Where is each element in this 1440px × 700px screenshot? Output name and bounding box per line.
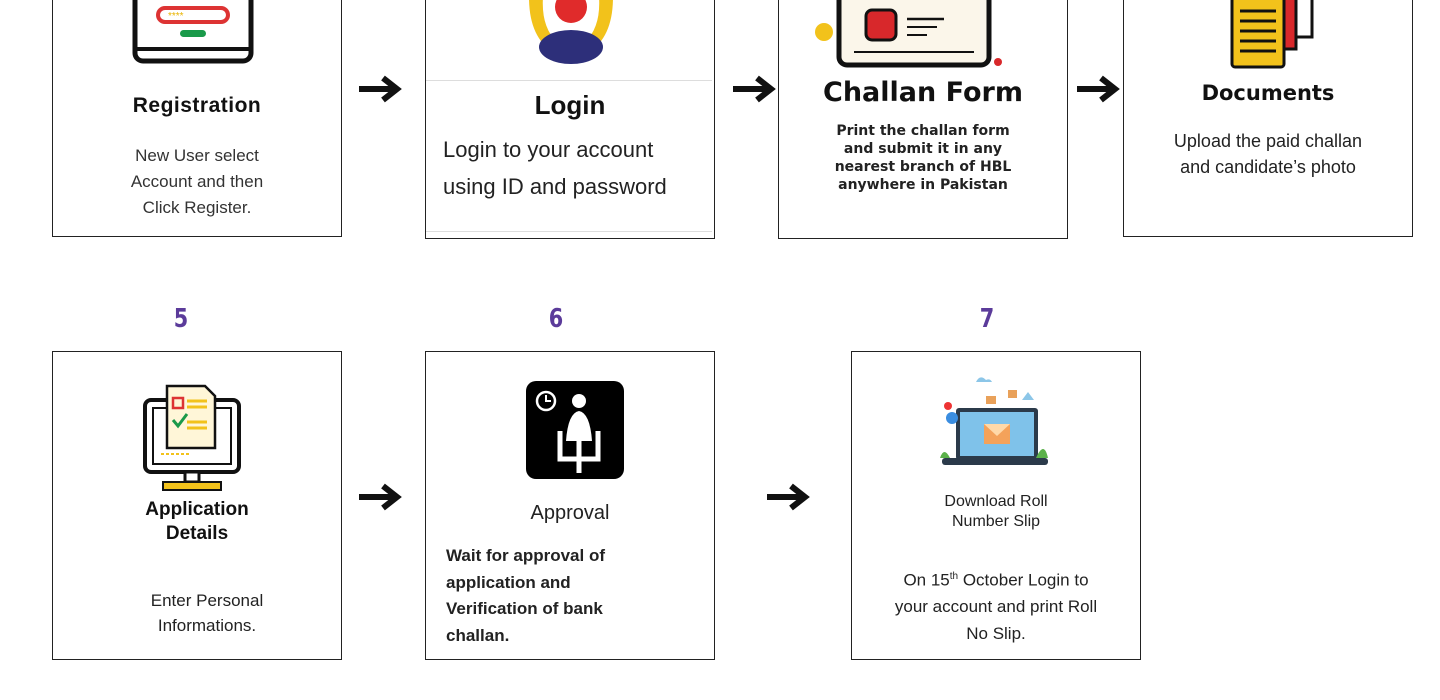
phone-login-icon: ****: [132, 0, 254, 64]
id-card-icon: [815, 0, 1002, 68]
computer-form-icon: [143, 384, 241, 491]
step-challan-form-card: Challan Form Print the challan form and …: [778, 0, 1068, 239]
step-title: Application Details: [53, 498, 341, 546]
description-line: Verification of bank: [446, 599, 603, 618]
step-title: Challan Form: [823, 77, 1023, 108]
description-line: anywhere in Pakistan: [838, 177, 1008, 193]
title-line: Application: [145, 499, 249, 520]
step-number: 5: [173, 304, 189, 334]
step-title: Registration: [132, 94, 262, 117]
description-line: using ID and password: [443, 174, 667, 199]
description-line: application and: [446, 572, 571, 592]
step-title: Approval: [530, 502, 610, 524]
description-line: On 15th October Login to: [852, 564, 1140, 594]
description-text: October Login to: [958, 570, 1089, 590]
step-login-card: Login Login to your account using ID and…: [425, 0, 715, 239]
step-number: 7: [979, 304, 995, 334]
description-text: On 15: [903, 570, 950, 590]
step-description: On 15th October Login to your account an…: [852, 564, 1140, 647]
step-description: New User select Account and then Click R…: [53, 143, 341, 221]
waiting-person-icon: [526, 381, 624, 479]
description-line: Enter Personal: [150, 591, 264, 610]
description-line: challan.: [446, 625, 510, 645]
step-number: 6: [548, 304, 564, 334]
step-registration-card: **** Registration New User select Accoun…: [52, 0, 342, 237]
step-title: Login: [534, 90, 606, 120]
title-line: Number Slip: [951, 513, 1041, 530]
title-line: Details: [165, 523, 229, 544]
arrow-right-icon: [767, 483, 810, 511]
step-application-details-card: Application Details Enter Personal Infor…: [52, 351, 342, 660]
step-download-slip-card: Download Roll Number Slip On 15th Octobe…: [851, 351, 1141, 660]
step-description: Enter Personal Informations.: [73, 588, 341, 638]
description-line: your account and print Roll: [894, 597, 1098, 617]
arrow-right-icon: [1077, 75, 1120, 103]
svg-text:****: ****: [168, 11, 184, 22]
user-avatar-icon: [529, 0, 613, 64]
step-description: Print the challan form and submit it in …: [779, 122, 1067, 194]
step-title: Download Roll Number Slip: [852, 492, 1140, 532]
title-line: Download Roll: [944, 493, 1048, 510]
description-line: nearest branch of HBL: [834, 159, 1012, 175]
step-title: Documents: [1201, 81, 1335, 105]
step-approval-card: Approval Wait for approval of applicatio…: [425, 351, 715, 660]
step-documents-card: Documents Upload the paid challan and ca…: [1123, 0, 1413, 237]
description-line: Wait for approval of: [446, 546, 605, 565]
description-line: Login to your account: [443, 137, 654, 162]
superscript: th: [949, 571, 959, 582]
arrow-right-icon: [359, 483, 402, 511]
description-line: No Slip.: [966, 623, 1026, 643]
description-line: and candidate’s photo: [1180, 157, 1356, 177]
step-description: Login to your account using ID and passw…: [443, 131, 667, 205]
description-line: Click Register.: [142, 198, 252, 217]
description-line: and submit it in any: [843, 141, 1003, 157]
laptop-mail-icon: [940, 377, 1048, 465]
arrow-right-icon: [359, 75, 402, 103]
step-description: Wait for approval of application and Ver…: [446, 543, 605, 649]
login-panel: [426, 80, 712, 232]
description-line: Upload the paid challan: [1173, 131, 1363, 151]
documents-icon: [1230, 0, 1314, 69]
description-line: New User select: [135, 146, 259, 165]
step-description: Upload the paid challan and candidate’s …: [1124, 128, 1412, 180]
description-line: Account and then: [130, 172, 264, 191]
arrow-right-icon: [733, 75, 776, 103]
description-line: Print the challan form: [836, 123, 1010, 139]
description-line: Informations.: [157, 616, 257, 635]
